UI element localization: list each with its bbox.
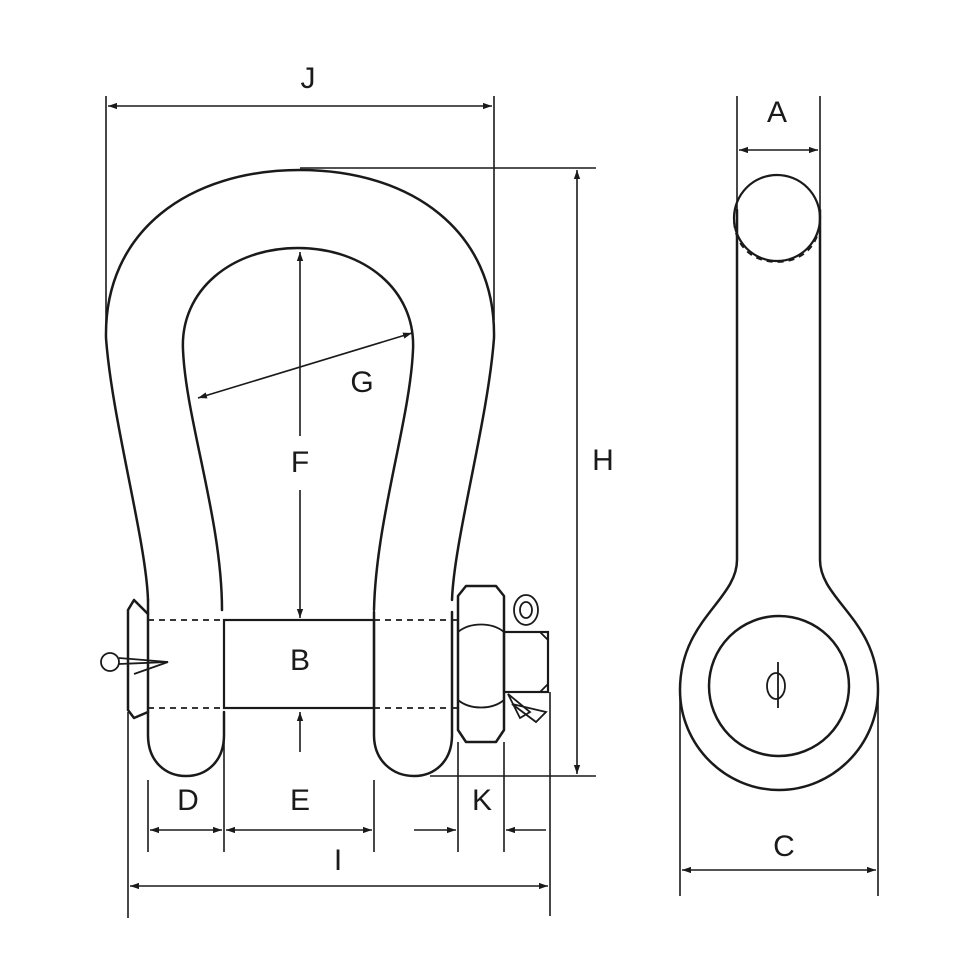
pin-head [126,598,150,720]
label-b: B [290,644,310,677]
label-e: E [290,784,310,817]
dimension-lines [105,96,879,918]
label-f: F [291,446,309,479]
label-j: J [301,62,316,95]
label-g: G [350,366,373,399]
label-a: A [767,96,787,129]
side-body-outline [678,208,880,792]
bow-inner-outline [181,246,415,612]
right-eye-outline [372,610,454,778]
pin-top-circle [732,173,822,263]
front-view [100,168,550,778]
nut-cotter-pin [507,594,548,724]
left-eye-outline [146,598,226,778]
dimension-labels: J A G F H B D E K I C [177,62,795,877]
pin-thread-end [502,630,550,694]
label-i: I [334,844,342,877]
label-k: K [472,784,492,817]
eye-inner-circle [707,614,851,758]
label-h: H [592,444,614,477]
side-view [678,173,880,792]
bow-outer-outline [104,168,496,602]
cotter-pin [100,652,169,675]
hex-nut [456,584,506,744]
label-d: D [177,784,199,817]
pin-body [222,618,376,710]
label-c: C [773,830,795,863]
